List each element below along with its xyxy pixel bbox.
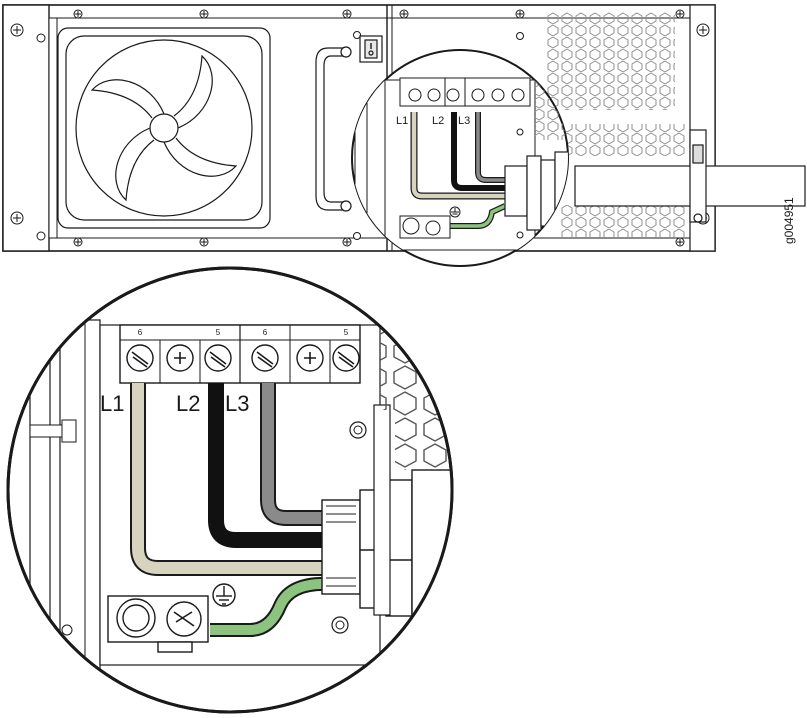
terminal-screw-icon: 6 — [126, 328, 154, 372]
screw-icon — [515, 9, 525, 19]
screw-icon — [10, 211, 24, 225]
terminal-screws: 6 5 6 5 — [126, 328, 360, 372]
terminal-label-l3: L3 — [225, 391, 249, 416]
figure-id: g004951 — [782, 197, 796, 244]
terminal-mark: 6 — [263, 328, 268, 337]
ground-symbol-icon — [212, 583, 236, 607]
terminal-screw-icon: 6 — [251, 328, 279, 372]
terminal-label-l2: L2 — [176, 391, 200, 416]
screw-icon — [675, 9, 685, 19]
screw-icon — [696, 23, 710, 37]
terminal-screw-icon: 5 — [332, 328, 360, 372]
wire-ground — [210, 576, 331, 637]
screw-icon — [399, 9, 409, 19]
terminal-label-l2-small: L2 — [432, 115, 444, 127]
ground-stud — [107, 595, 209, 653]
ground-symbol-icon — [449, 206, 461, 218]
switch-icon — [359, 35, 383, 63]
terminal-block-detail-zoom: 6 5 6 5 — [6, 266, 454, 714]
handle — [315, 46, 352, 212]
screw-icon — [199, 237, 209, 247]
wire-l1 — [130, 383, 330, 576]
terminal-screw-icon — [166, 344, 194, 372]
screw-icon — [10, 23, 24, 37]
screw-icon — [675, 237, 685, 247]
wire-l2 — [208, 383, 330, 548]
power-cable — [574, 129, 806, 223]
terminal-label-l1: L1 — [100, 391, 124, 416]
wire-l3 — [260, 383, 330, 526]
screw-icon — [342, 9, 352, 19]
fan-icon — [57, 27, 271, 229]
screw-icon — [342, 237, 352, 247]
terminal-mark: 5 — [344, 328, 349, 337]
screw-icon — [199, 9, 209, 19]
screw-icon — [73, 9, 83, 19]
terminal-screw-icon — [296, 344, 324, 372]
terminal-screw-icon: 5 — [204, 328, 232, 372]
terminal-mark: 6 — [138, 328, 143, 337]
ventilation-mesh — [545, 12, 685, 237]
terminal-mark: 5 — [216, 328, 221, 337]
terminal-label-l3-small: L3 — [458, 115, 470, 127]
cable-gland-icon — [504, 151, 568, 235]
terminal-label-l1-small: L1 — [396, 115, 408, 127]
screw-icon — [73, 237, 83, 247]
terminal-block-detail-small: L1 L2 L3 — [351, 49, 569, 267]
